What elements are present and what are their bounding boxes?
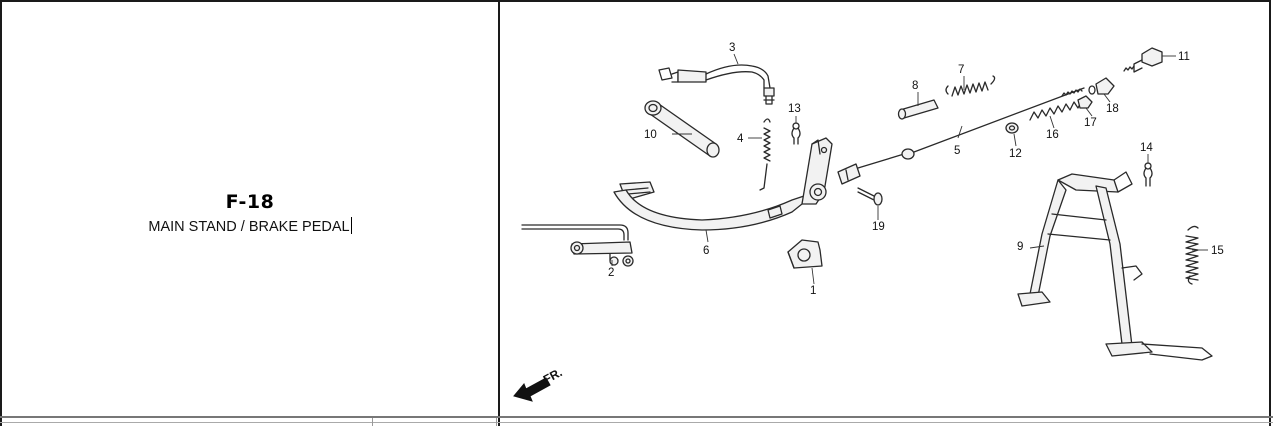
callout-3: 3 [729,42,735,54]
callout-15: 15 [1211,245,1224,257]
leader-lines [611,53,1208,285]
part-1-bracket [787,239,823,269]
part-2-rod [521,224,634,267]
part-5-brake-rod [837,87,1085,185]
callout-19: 19 [872,221,885,233]
part-19-pin [857,187,883,206]
part-3-switch [658,64,775,105]
part-18-adjust-nut [1088,77,1115,95]
callout-labels: 1 2 3 4 5 6 7 8 9 10 11 12 13 14 15 16 1… [608,42,1224,297]
part-7-spring [945,75,996,97]
callout-4: 4 [737,133,744,145]
row-divider [0,416,1273,418]
column-divider [498,2,500,426]
part-17-nut [1077,95,1093,109]
part-16-spring [1029,99,1087,121]
title-cell: F-18 MAIN STAND / BRAKE PEDAL [2,2,498,416]
part-13-cotter-pin [791,122,801,145]
section-title: MAIN STAND / BRAKE PEDAL [2,217,498,235]
part-8-collar [897,99,939,120]
callout-10: 10 [644,129,657,141]
callout-2: 2 [608,267,614,279]
callout-14: 14 [1140,142,1153,154]
part-6-brake-pedal [613,137,833,231]
callout-7: 7 [958,64,964,76]
callout-12: 12 [1009,148,1022,160]
callout-18: 18 [1106,103,1119,115]
callout-8: 8 [912,80,918,92]
next-row-cell-border [496,418,497,426]
part-11-bolt [1123,47,1163,73]
exploded-parts-diagram: 1 2 3 4 5 6 7 8 9 10 11 12 13 14 15 16 1… [502,4,1268,416]
callout-17: 17 [1084,117,1097,129]
part-9-main-stand [1017,171,1213,361]
part-10-sleeve [644,100,720,158]
next-row-cell-border [372,418,373,426]
part-4-spring [759,118,771,191]
section-code: F-18 [225,191,275,213]
part-14-cotter-pin [1143,162,1153,187]
callout-5: 5 [954,145,960,157]
part-15-spring [1185,225,1199,285]
callout-6: 6 [703,245,709,257]
callout-11: 11 [1178,51,1190,63]
front-direction-indicator: FR. [513,365,564,402]
section-title-text: MAIN STAND / BRAKE PEDAL [148,219,350,235]
part-12-washer [1005,122,1019,134]
front-arrow-icon [513,377,551,402]
text-caret [350,217,352,234]
callout-9: 9 [1017,241,1023,253]
callout-1: 1 [810,285,816,297]
callout-13: 13 [788,103,801,115]
callout-16: 16 [1046,129,1059,141]
next-row-edge [0,422,1273,423]
parts-diagram-svg: 1 2 3 4 5 6 7 8 9 10 11 12 13 14 15 16 1… [513,42,1224,402]
